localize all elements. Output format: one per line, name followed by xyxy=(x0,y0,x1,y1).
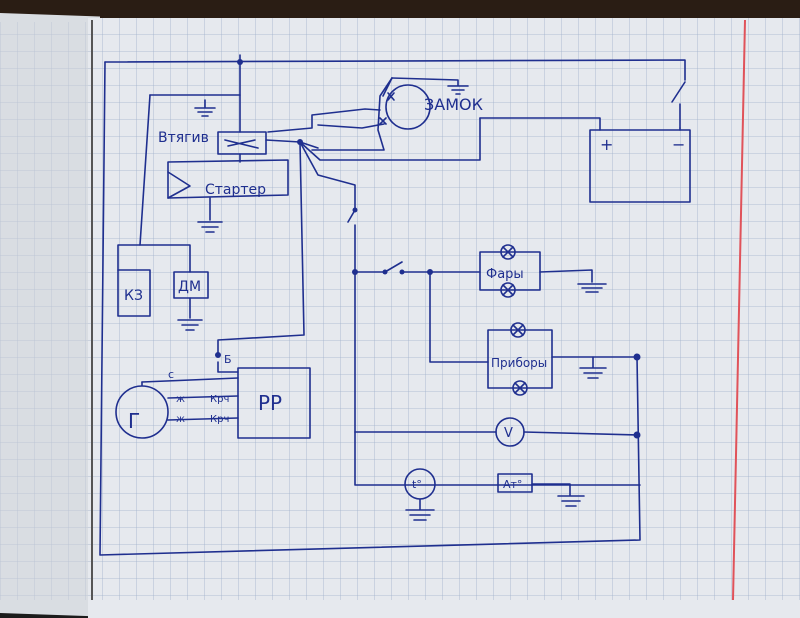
solenoid-box xyxy=(217,131,267,155)
main-switch xyxy=(671,81,686,103)
left-page-grid xyxy=(0,22,92,600)
table-background xyxy=(0,0,800,22)
ignition-switch-circle xyxy=(385,84,431,130)
generator-label: Г xyxy=(128,409,140,433)
rr-label: РР xyxy=(258,391,282,415)
starter-label: Стартер xyxy=(205,182,266,198)
junction-dots xyxy=(215,59,641,439)
s-label: с xyxy=(168,368,174,381)
fary-label: Фары xyxy=(486,267,524,282)
dm-box xyxy=(173,271,209,299)
pribory-box xyxy=(487,329,553,389)
sh2-label: ж xyxy=(176,414,185,425)
fary-box xyxy=(479,251,541,291)
starter-box xyxy=(167,159,289,199)
pribory-label: Приборы xyxy=(491,356,547,370)
margin-line xyxy=(732,19,746,600)
krch1-label: Крч xyxy=(210,394,229,405)
regulator-box xyxy=(237,367,311,439)
zamok-ground xyxy=(391,77,469,95)
at-box xyxy=(497,473,533,493)
battery-minus-label: − xyxy=(672,135,685,154)
kz-box xyxy=(117,269,151,317)
temp-label: t° xyxy=(412,478,422,491)
vtyagiv-label: Втягив xyxy=(158,130,209,146)
b-label: Б xyxy=(224,353,232,366)
at-label: Ат° xyxy=(503,478,522,491)
sh1-label: ж xyxy=(176,394,185,405)
kz-label: КЗ xyxy=(124,288,143,304)
krch2-label: Крч xyxy=(210,414,229,425)
generator-circle xyxy=(115,385,169,439)
circuit-wires xyxy=(99,54,691,556)
zamok-label: ЗАМОК xyxy=(424,95,484,114)
outer-return-wire xyxy=(99,61,641,556)
dm-label: ДМ xyxy=(178,279,201,295)
voltmeter-label: V xyxy=(504,426,513,441)
diagram-labels: ЗАМОК Втягив Стартер Фары Приборы КЗ ДМ … xyxy=(124,95,685,491)
battery-plus-label: + xyxy=(600,135,613,154)
top-bus-wire xyxy=(104,59,686,81)
battery-box xyxy=(589,129,691,203)
grid-lines xyxy=(88,18,800,600)
wiring-diagram: ЗАМОК Втягив Стартер Фары Приборы КЗ ДМ … xyxy=(0,18,800,600)
